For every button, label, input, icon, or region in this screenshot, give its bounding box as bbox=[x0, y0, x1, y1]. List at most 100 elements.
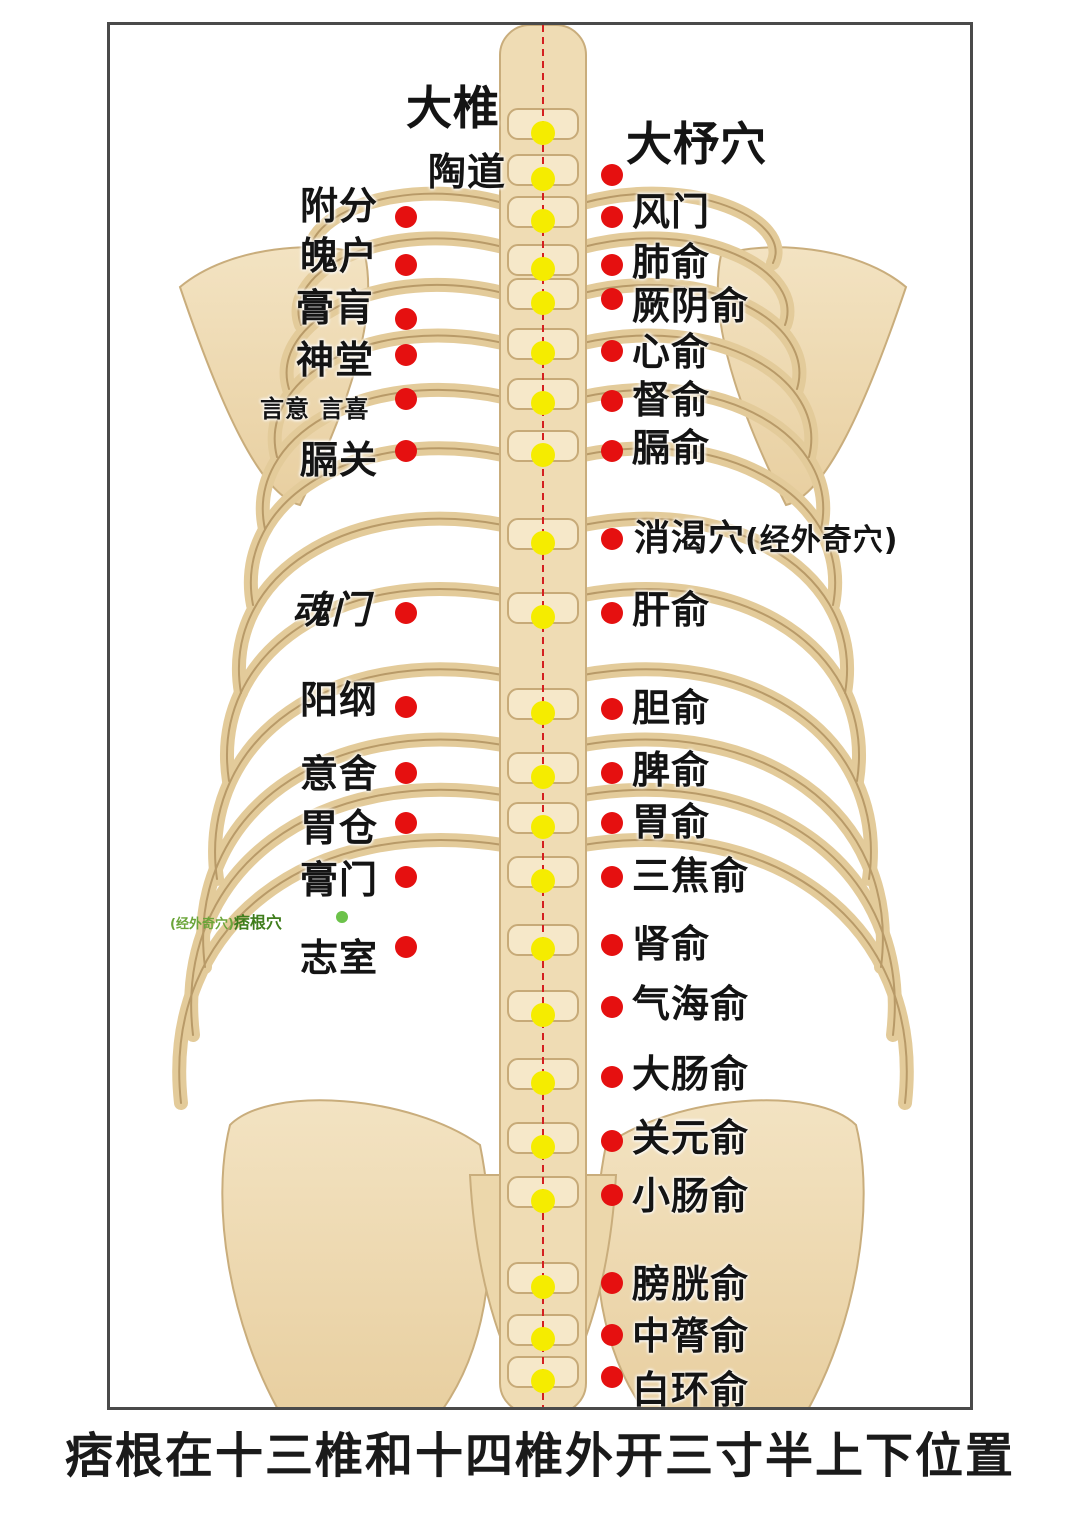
right-acupoint bbox=[601, 1184, 623, 1206]
rib-outline bbox=[582, 284, 801, 390]
label-geguan: 膈关 bbox=[300, 438, 379, 482]
label-fengmen: 风门 bbox=[632, 190, 711, 234]
left-acupoint bbox=[395, 344, 417, 366]
rib-outline bbox=[582, 668, 872, 880]
rib-outline bbox=[178, 839, 504, 1104]
rib-outline bbox=[214, 668, 504, 880]
label-xiaoke-name: 消渴穴 bbox=[634, 518, 746, 559]
rib-outline bbox=[582, 588, 860, 782]
label-pigen: (经外奇穴)痞根穴 bbox=[170, 909, 282, 933]
right-acupoint bbox=[601, 164, 623, 186]
label-pangguangshu: 膀胱俞 bbox=[632, 1262, 750, 1306]
label-gaohuang: 膏肓 bbox=[296, 286, 375, 330]
label-jueyinshu: 厥阴俞 bbox=[632, 284, 750, 328]
label-feishu: 肺俞 bbox=[632, 240, 711, 284]
label-baihuanshu: 白环俞 bbox=[632, 1368, 750, 1410]
spine-point bbox=[531, 209, 555, 233]
right-acupoint bbox=[601, 1272, 623, 1294]
right-acupoint bbox=[601, 528, 623, 550]
rib-outline bbox=[582, 788, 896, 1036]
rib-outline bbox=[582, 738, 884, 968]
label-guanyuanshu: 关元俞 bbox=[632, 1116, 750, 1160]
right-acupoint bbox=[601, 288, 623, 310]
spine-point bbox=[531, 341, 555, 365]
label-zhonglushu: 中膂俞 bbox=[632, 1314, 750, 1358]
label-xiaoke: 消渴穴(经外奇穴) bbox=[634, 521, 898, 557]
label-shentang: 神堂 bbox=[296, 338, 375, 382]
rib-outline bbox=[582, 447, 836, 606]
spine-point bbox=[531, 1189, 555, 1213]
label-pishu: 脾俞 bbox=[632, 748, 711, 792]
spine-point bbox=[531, 531, 555, 555]
label-dazhu: 大杼穴 bbox=[626, 117, 767, 171]
left-acupoint bbox=[395, 254, 417, 276]
label-fufen: 附分 bbox=[300, 184, 379, 228]
right-acupoint bbox=[601, 1130, 623, 1152]
spine-point bbox=[531, 815, 555, 839]
pelvis-right bbox=[595, 1099, 865, 1407]
spine-point bbox=[531, 1003, 555, 1027]
right-acupoint bbox=[601, 254, 623, 276]
label-hunmen: 魂门 bbox=[292, 588, 371, 632]
label-shenshu: 肾俞 bbox=[632, 922, 711, 966]
spine-point bbox=[531, 937, 555, 961]
spine-point bbox=[531, 605, 555, 629]
left-acupoint bbox=[395, 936, 417, 958]
right-acupoint bbox=[601, 440, 623, 462]
left-acupoint bbox=[395, 602, 417, 624]
label-weicang: 胃仓 bbox=[300, 806, 379, 850]
label-pigen-note: (经外奇穴) bbox=[170, 917, 234, 932]
pelvis-left bbox=[221, 1099, 491, 1407]
rib-outline bbox=[238, 517, 504, 694]
diagram-frame: 大椎 陶道 大杼穴 风门 肺俞 厥阴俞 心俞 督俞 膈俞 消渴穴(经外奇穴) 肝… bbox=[107, 22, 973, 1410]
spine-point bbox=[531, 391, 555, 415]
left-acupoint bbox=[395, 866, 417, 888]
label-dushu: 督俞 bbox=[632, 378, 711, 422]
spine-point bbox=[531, 1275, 555, 1299]
rib-outline bbox=[250, 447, 504, 606]
right-acupoint bbox=[601, 996, 623, 1018]
label-qihaishu: 气海俞 bbox=[632, 982, 750, 1026]
label-yixi: 言意 言喜 bbox=[260, 395, 370, 423]
label-taodao: 陶道 bbox=[428, 150, 507, 194]
right-acupoint bbox=[601, 602, 623, 624]
label-pigen-name: 痞根穴 bbox=[233, 913, 282, 932]
label-dazhui: 大椎 bbox=[406, 81, 500, 135]
right-acupoint bbox=[601, 340, 623, 362]
spine-point bbox=[531, 291, 555, 315]
right-acupoint bbox=[601, 1066, 623, 1088]
label-xiaoke-note: (经外奇穴) bbox=[745, 523, 899, 558]
label-ganshu: 肝俞 bbox=[632, 588, 711, 632]
label-xiaochangshu: 小肠俞 bbox=[632, 1174, 750, 1218]
right-acupoint bbox=[601, 1324, 623, 1346]
left-acupoint bbox=[395, 308, 417, 330]
rib-outline bbox=[582, 192, 777, 264]
spine-point bbox=[531, 1327, 555, 1351]
rib-outline bbox=[582, 517, 848, 694]
spine-point bbox=[531, 1135, 555, 1159]
spine-point bbox=[531, 765, 555, 789]
rib-outline bbox=[273, 334, 504, 458]
label-dachangshu: 大肠俞 bbox=[632, 1052, 750, 1096]
rib-outline bbox=[309, 192, 504, 264]
rib-outline bbox=[262, 388, 504, 530]
label-sanjiaoshu: 三焦俞 bbox=[632, 854, 750, 898]
rib-outline bbox=[226, 588, 504, 782]
spine-point bbox=[531, 167, 555, 191]
pigen-point bbox=[336, 911, 348, 923]
spine-point bbox=[531, 869, 555, 893]
rib-outline bbox=[582, 334, 813, 458]
spine-point bbox=[531, 1071, 555, 1095]
label-huangmen: 膏门 bbox=[300, 858, 379, 902]
label-xinshu: 心俞 bbox=[632, 330, 711, 374]
spine-point bbox=[531, 701, 555, 725]
rib-outline bbox=[190, 788, 504, 1036]
left-acupoint bbox=[395, 696, 417, 718]
rib-outline bbox=[202, 738, 504, 968]
right-acupoint bbox=[601, 762, 623, 784]
right-acupoint bbox=[601, 206, 623, 228]
right-acupoint bbox=[601, 934, 623, 956]
right-acupoint bbox=[601, 1366, 623, 1388]
label-geshu: 膈俞 bbox=[632, 426, 711, 470]
label-zhishi: 志室 bbox=[300, 936, 379, 980]
